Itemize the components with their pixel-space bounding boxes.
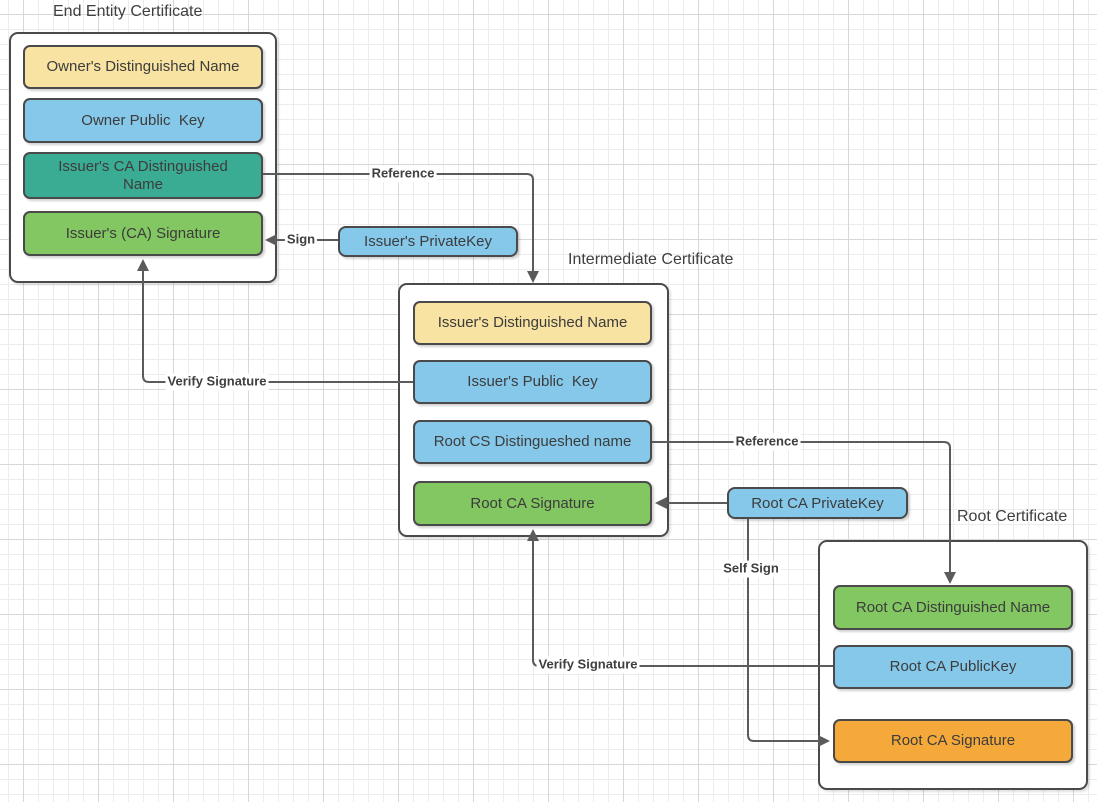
intermediate-certificate-title: Intermediate Certificate	[568, 251, 734, 268]
issuers-distinguished-name-box: Issuer's Distinguished Name	[413, 301, 652, 345]
edge-label-verify-signature-1: Verify Signature	[165, 373, 269, 391]
edge-label-reference-2: Reference	[733, 433, 801, 451]
root-cs-distingueshed-name-box: Root CS Distingueshed name	[413, 420, 652, 464]
issuers-ca-distinguished-name-box: Issuer's CA Distinguished Name	[23, 152, 263, 199]
root-ca-privatekey-box: Root CA PrivateKey	[727, 487, 908, 519]
owners-distinguished-name-box: Owner's Distinguished Name	[23, 45, 263, 89]
owner-public-key-box: Owner Public Key	[23, 98, 263, 143]
issuers-privatekey-box: Issuer's PrivateKey	[338, 226, 518, 257]
root-ca-signature-box: Root CA Signature	[833, 719, 1073, 763]
issuers-public-key-box: Issuer's Public Key	[413, 360, 652, 404]
issuers-ca-signature-box: Issuer's (CA) Signature	[23, 211, 263, 256]
edge-label-self-sign: Self Sign	[721, 560, 781, 578]
end-entity-certificate-title: End Entity Certificate	[53, 3, 203, 20]
root-ca-distinguished-name-box: Root CA Distinguished Name	[833, 585, 1073, 630]
root-ca-publickey-box: Root CA PublicKey	[833, 645, 1073, 689]
root-certificate-title: Root Certificate	[957, 508, 1068, 525]
edge-label-verify-signature-2: Verify Signature	[536, 656, 640, 674]
connector-verify-signature-2	[527, 529, 833, 667]
intermediate-root-ca-signature-box: Root CA Signature	[413, 481, 652, 526]
edge-label-reference-1: Reference	[369, 165, 437, 183]
edge-label-sign: Sign	[284, 231, 318, 249]
